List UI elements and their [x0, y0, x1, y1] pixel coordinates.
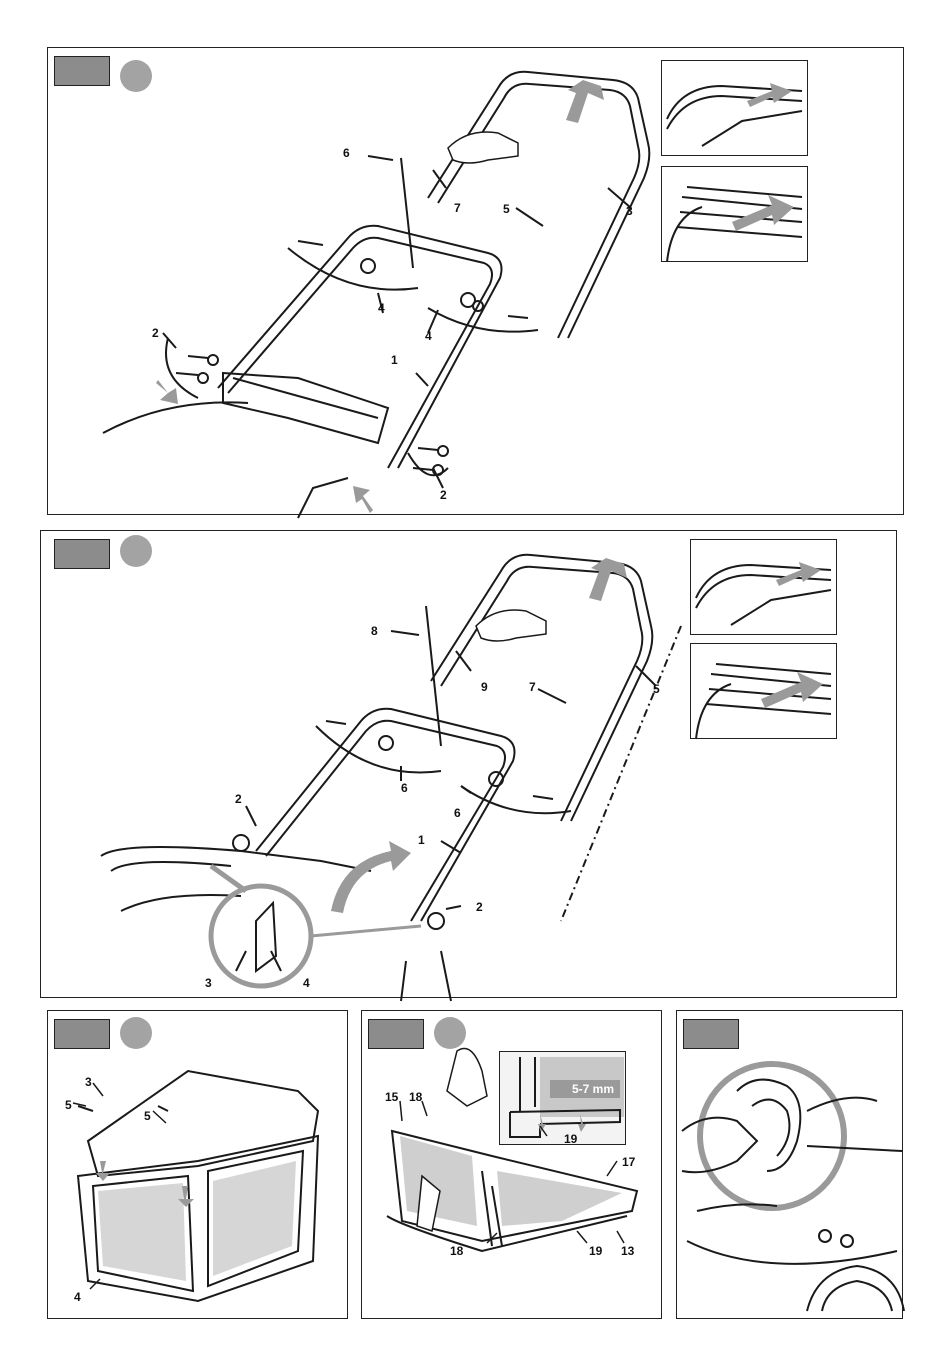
callout-label: 1 [418, 834, 425, 846]
callout-label: 6 [401, 782, 408, 794]
callout-label: 3 [626, 205, 633, 217]
detail-inset-bottom [690, 643, 837, 739]
highlight-circle [700, 1064, 844, 1208]
callout-label: 9 [481, 681, 488, 693]
callout-label: 5 [503, 203, 510, 215]
grass-bag-drawing [48, 1011, 349, 1320]
callout-label: 5 [65, 1099, 72, 1111]
frame-drawing [362, 1011, 663, 1320]
figure-handle-assembly-a: 6 7 5 3 4 4 2 1 2 [47, 47, 904, 515]
callout-label: 2 [440, 489, 447, 501]
callout-label: 18 [450, 1245, 463, 1257]
callout-label: 7 [529, 681, 536, 693]
detail-inset-top [661, 60, 808, 156]
callout-label: 1 [391, 354, 398, 366]
callout-label: 4 [303, 977, 310, 989]
figure-grass-bag: 3 5 5 4 [47, 1010, 348, 1319]
figure-handle-assembly-b: 8 9 7 5 6 6 2 1 2 3 4 [40, 530, 897, 998]
inset-drawing [662, 167, 809, 263]
callout-label: 2 [152, 327, 159, 339]
callout-label: 4 [425, 330, 432, 342]
callout-label: 17 [622, 1156, 635, 1168]
callout-label: 2 [235, 793, 242, 805]
callout-label: 18 [409, 1091, 422, 1103]
inset-drawing [662, 61, 809, 157]
callout-label: 3 [85, 1076, 92, 1088]
figure-grass-bag-frame: 5-7 mm 15 18 17 19 18 19 13 [361, 1010, 662, 1319]
inset-drawing [691, 644, 838, 740]
callout-label: 6 [343, 147, 350, 159]
inset-drawing [691, 540, 838, 636]
callout-label: 19 [564, 1133, 577, 1145]
callout-label: 3 [205, 977, 212, 989]
callout-label: 4 [74, 1291, 81, 1303]
callout-label: 6 [454, 807, 461, 819]
callout-label: 7 [454, 202, 461, 214]
callout-label: 5 [144, 1110, 151, 1122]
callout-label: 4 [378, 302, 385, 314]
callout-label: 8 [371, 625, 378, 637]
detail-inset-bottom [661, 166, 808, 262]
callout-label: 15 [385, 1091, 398, 1103]
callout-label: 19 [589, 1245, 602, 1257]
figure-starter-cord [676, 1010, 903, 1319]
callout-label: 13 [621, 1245, 634, 1257]
callout-label: 2 [476, 901, 483, 913]
starter-drawing [677, 1011, 904, 1320]
detail-inset-top [690, 539, 837, 635]
callout-label: 5 [653, 683, 660, 695]
